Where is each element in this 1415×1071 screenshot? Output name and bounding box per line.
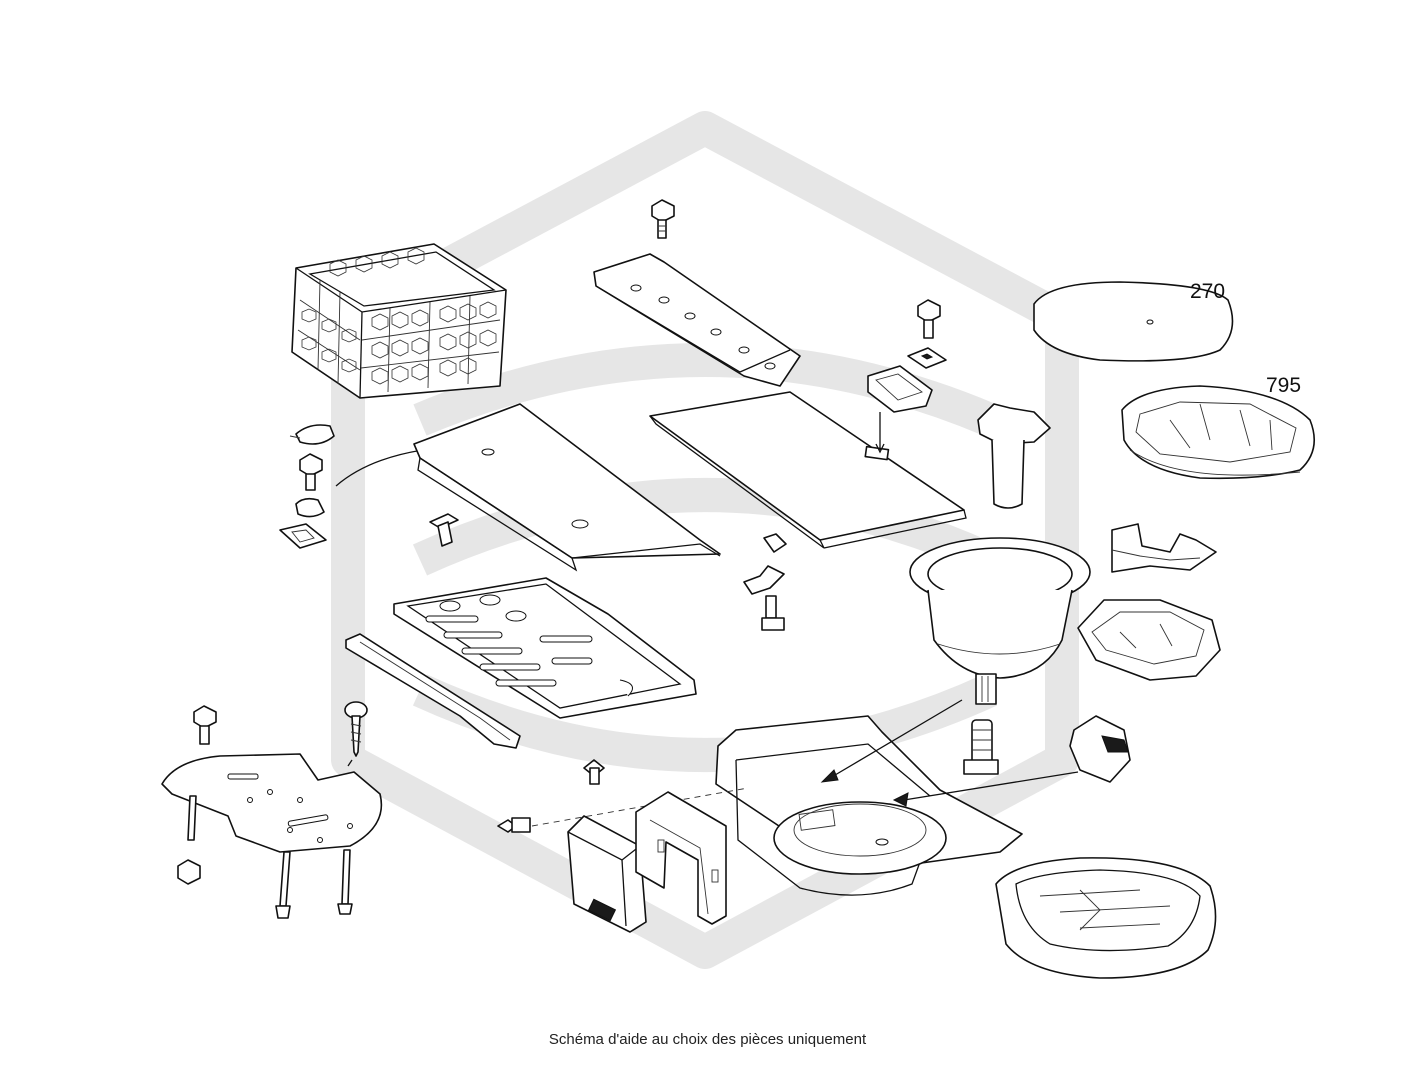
hex-nut[interactable]: [177, 859, 201, 885]
dash-line: [531, 787, 749, 827]
mounting-plate[interactable]: [161, 753, 383, 853]
square-nut-plate[interactable]: [279, 523, 327, 549]
cover-plate[interactable]: [635, 791, 727, 925]
latch-bracket[interactable]: [867, 365, 933, 454]
push-rivet[interactable]: [429, 513, 459, 547]
washer-clip[interactable]: [295, 497, 325, 518]
trunk-floor-tray[interactable]: [995, 857, 1217, 979]
screw-small-left[interactable]: [299, 453, 323, 491]
screw-electronics[interactable]: [583, 759, 605, 785]
retaining-strap[interactable]: [345, 633, 521, 749]
stud-bolts[interactable]: [187, 795, 353, 919]
diagram-caption: Schéma d'aide au choix des pièces unique…: [548, 1031, 867, 1048]
bolt-right-center[interactable]: [907, 299, 947, 369]
screw-plate-left[interactable]: [193, 705, 217, 745]
perforated-floor-mat[interactable]: [393, 577, 697, 719]
foam-tray-795[interactable]: 795: [1121, 374, 1316, 480]
control-module[interactable]: [567, 815, 647, 933]
floor-panel-right[interactable]: [649, 391, 967, 549]
push-pin[interactable]: [497, 817, 531, 833]
clip-small-right[interactable]: [763, 533, 787, 553]
cover-disc-270[interactable]: 270: [1033, 280, 1234, 362]
spare-wheel-post[interactable]: [977, 403, 1051, 509]
screw-center[interactable]: [761, 595, 785, 631]
assembly-arrows: [820, 699, 1079, 807]
clip-fastener[interactable]: [289, 424, 335, 445]
tray-insert-lower[interactable]: [1077, 599, 1221, 681]
damper-spring[interactable]: [963, 719, 999, 775]
spare-wheel-pan[interactable]: [715, 715, 1023, 896]
tray-insert-upper[interactable]: [1111, 523, 1217, 573]
floor-panel-left[interactable]: [413, 403, 721, 572]
wood-screw[interactable]: [344, 701, 368, 757]
rubber-block[interactable]: [1069, 715, 1131, 783]
callout-795: 795: [1266, 374, 1301, 397]
angle-bracket[interactable]: [743, 565, 785, 595]
top-bolt[interactable]: [651, 199, 675, 239]
wheel-well-cup[interactable]: [909, 537, 1091, 705]
mounting-bracket[interactable]: [593, 253, 801, 387]
callout-270: 270: [1190, 280, 1225, 303]
storage-crate[interactable]: [291, 243, 507, 399]
